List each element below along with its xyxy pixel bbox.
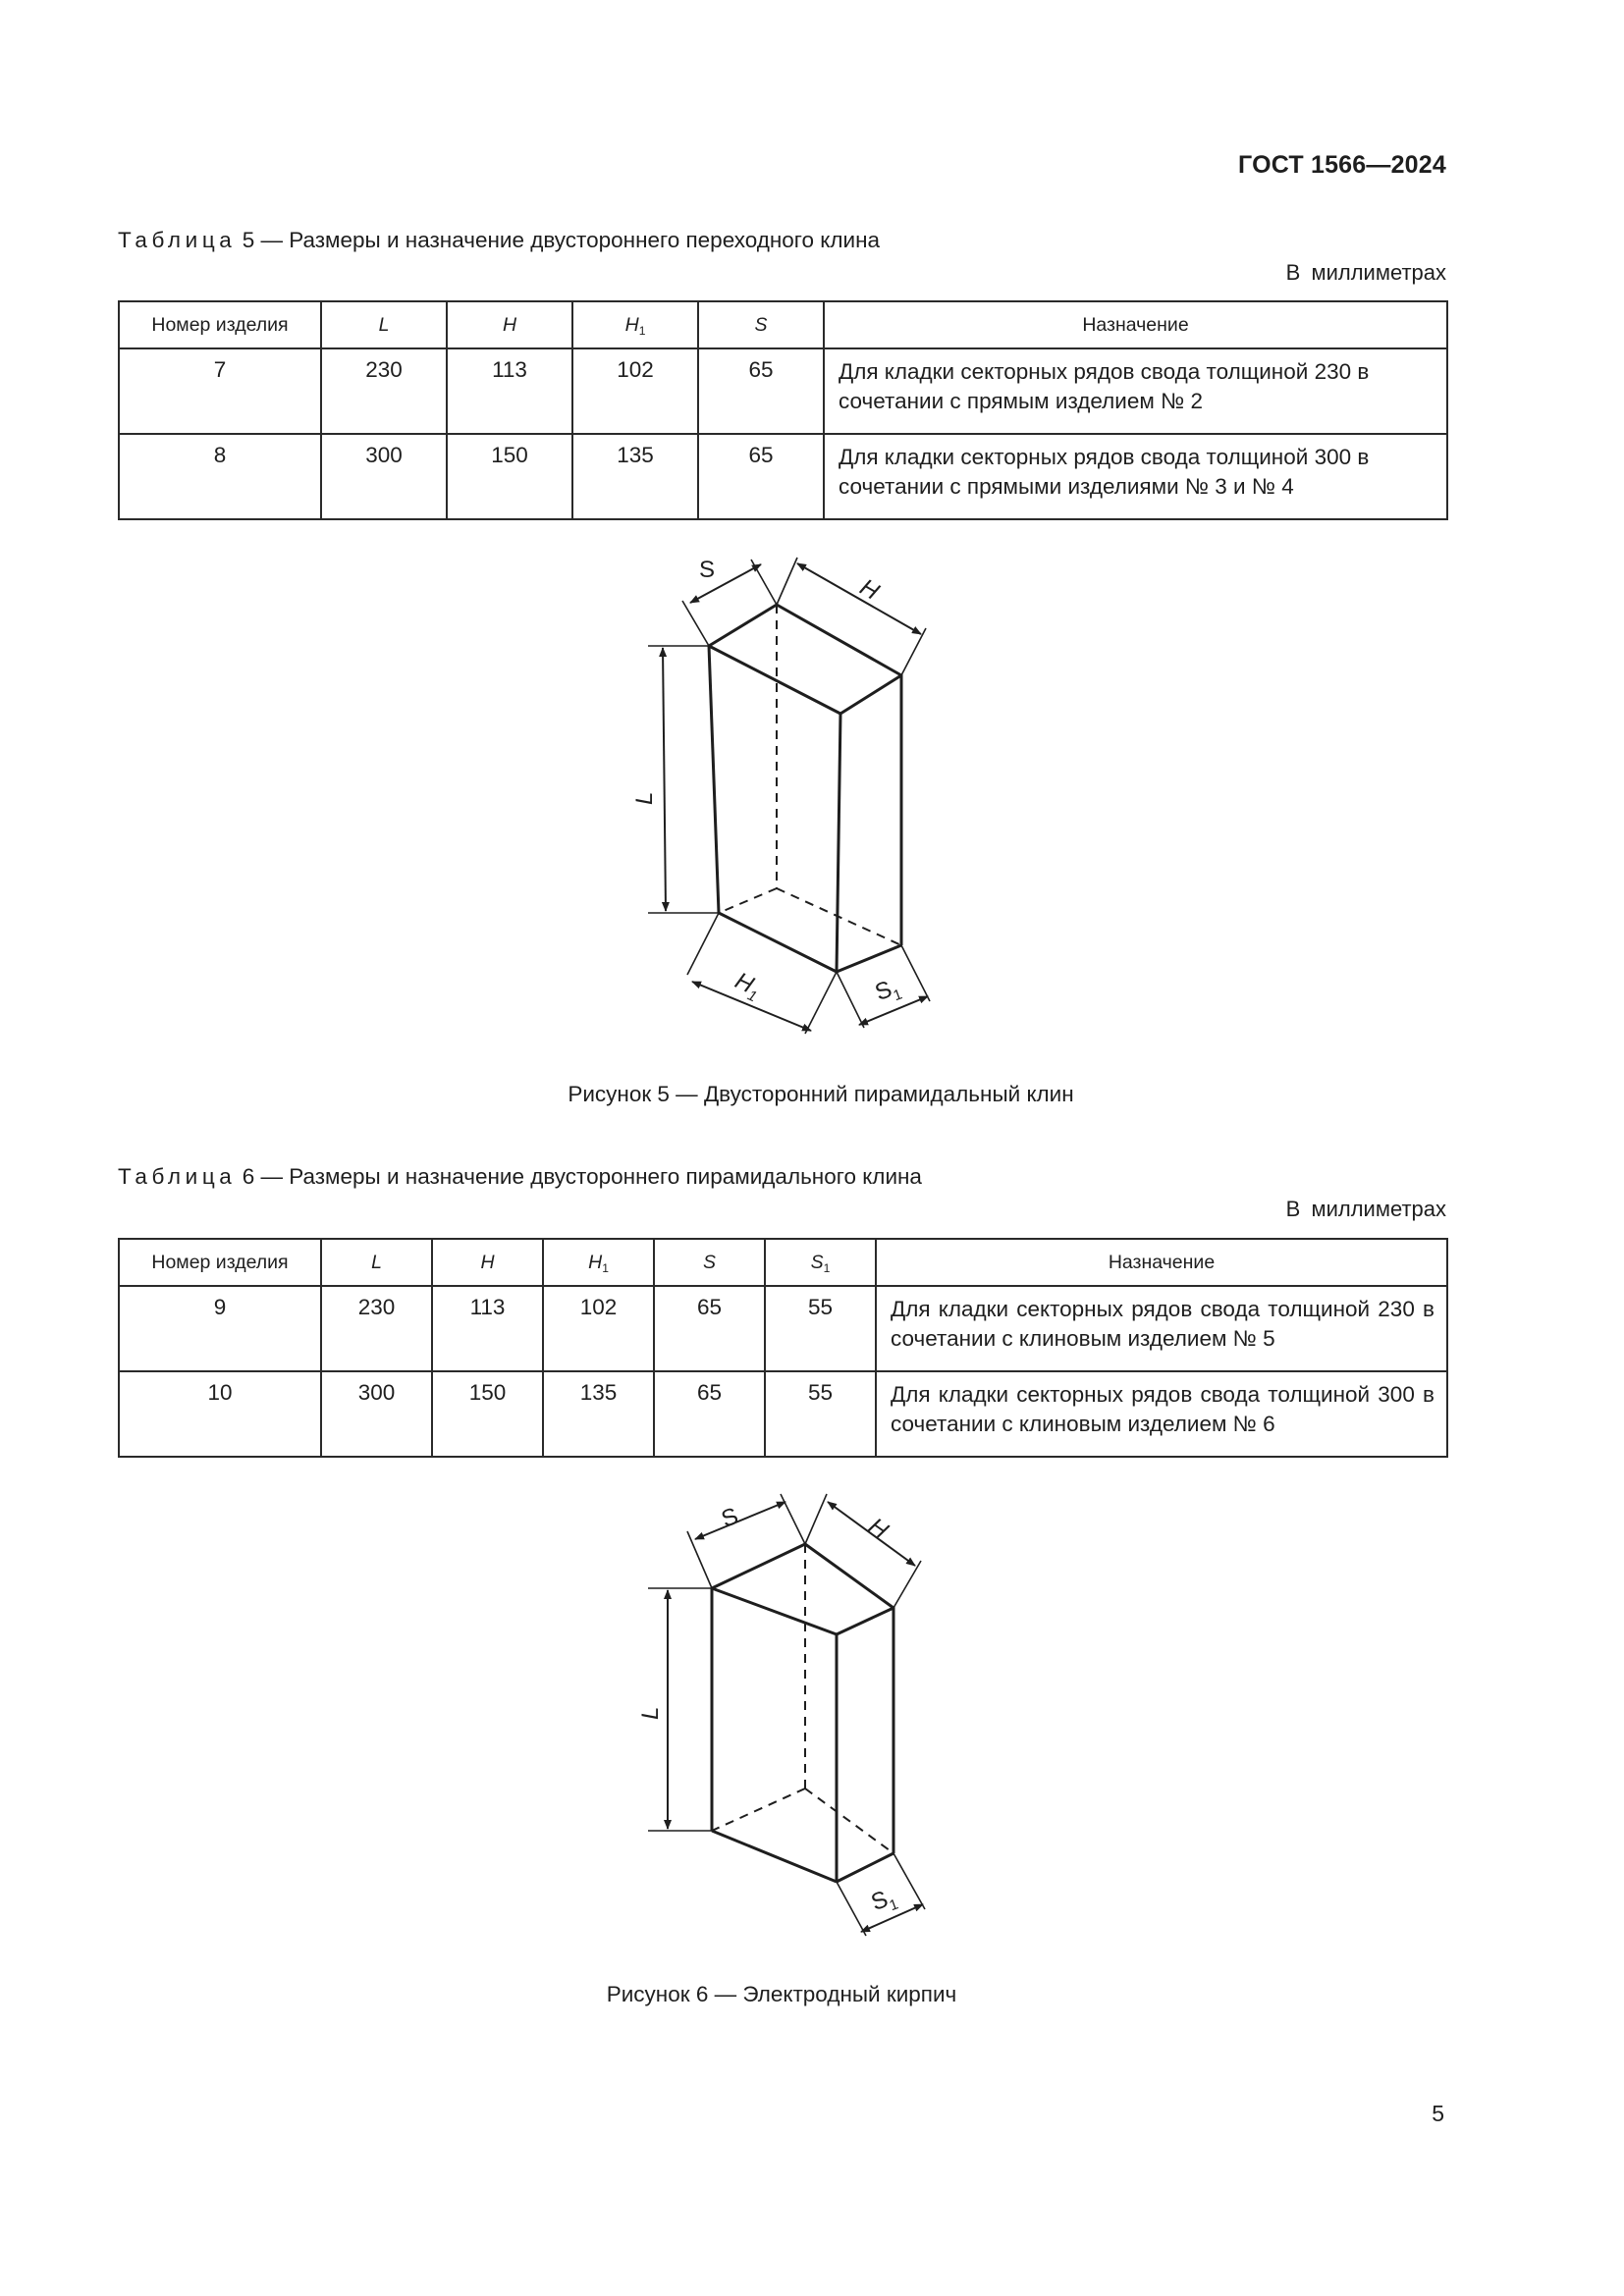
cell-purpose: Для кладки секторных рядов свода толщино… bbox=[875, 1285, 1448, 1372]
table-row: 9 230 113 102 65 55 Для кладки секторных… bbox=[118, 1285, 1448, 1372]
cell-L: 230 bbox=[320, 347, 448, 435]
figure-6-label-H: H bbox=[864, 1513, 893, 1544]
cell-number: 8 bbox=[118, 433, 322, 520]
cell-H: 113 bbox=[431, 1285, 544, 1372]
figure-6-label-L: L bbox=[637, 1707, 664, 1720]
table-row: 8 300 150 135 65 Для кладки секторных ря… bbox=[118, 433, 1448, 520]
cell-L: 300 bbox=[320, 433, 448, 520]
table-6-caption-text: 6 — Размеры и назначение двустороннего п… bbox=[242, 1164, 922, 1189]
figure-5-label-L: L bbox=[631, 792, 658, 805]
figure-6-extension-lines bbox=[648, 1493, 926, 1937]
col-header-S: S bbox=[697, 300, 825, 349]
figure-5-hidden-edges bbox=[718, 605, 902, 946]
cell-purpose: Для кладки секторных рядов свода толщино… bbox=[823, 433, 1448, 520]
figure-6-outline bbox=[710, 1542, 895, 1884]
cell-number: 10 bbox=[118, 1370, 322, 1458]
table-5: Номер изделия L H H1 S Назначение 7 230 … bbox=[118, 300, 1448, 520]
col-header-number: Номер изделия bbox=[118, 300, 322, 349]
cell-L: 300 bbox=[320, 1370, 433, 1458]
cell-H1: 135 bbox=[571, 433, 699, 520]
cell-H1: 102 bbox=[571, 347, 699, 435]
table-5-caption-prefix: Таблица bbox=[118, 228, 237, 252]
col-header-H: H bbox=[446, 300, 573, 349]
cell-S: 65 bbox=[697, 433, 825, 520]
figure-6-hidden-edges bbox=[711, 1544, 894, 1854]
figure-5-label-S: S bbox=[699, 557, 715, 583]
figure-5-drawing: S H L H1 S1 bbox=[631, 557, 931, 1035]
figure-6-drawing: S H L S1 bbox=[637, 1493, 926, 1937]
cell-H1: 102 bbox=[542, 1285, 655, 1372]
col-header-S: S bbox=[653, 1238, 766, 1287]
table-5-units: В миллиметрах bbox=[1285, 260, 1446, 285]
table-6-caption-prefix: Таблица bbox=[118, 1164, 237, 1189]
col-header-L: L bbox=[320, 1238, 433, 1287]
cell-S1: 55 bbox=[764, 1285, 877, 1372]
cell-H1: 135 bbox=[542, 1370, 655, 1458]
table-row: 7 230 113 102 65 Для кладки секторных ря… bbox=[118, 347, 1448, 435]
cell-number: 9 bbox=[118, 1285, 322, 1372]
col-header-S1: S1 bbox=[764, 1238, 877, 1287]
col-header-H: H bbox=[431, 1238, 544, 1287]
cell-S: 65 bbox=[697, 347, 825, 435]
table-row: 10 300 150 135 65 55 Для кладки секторны… bbox=[118, 1370, 1448, 1458]
figure-5-dimension-lines bbox=[659, 562, 929, 1032]
table-6-header-row: Номер изделия L H H1 S S1 Назначение bbox=[118, 1238, 1448, 1287]
cell-number: 7 bbox=[118, 347, 322, 435]
figure-6-dimension-lines bbox=[664, 1501, 924, 1933]
cell-H: 150 bbox=[446, 433, 573, 520]
figure-5-outline bbox=[707, 603, 903, 974]
col-header-purpose: Назначение bbox=[823, 300, 1448, 349]
cell-S1: 55 bbox=[764, 1370, 877, 1458]
table-6-caption: Таблица 6 — Размеры и назначение двустор… bbox=[118, 1164, 922, 1190]
col-header-purpose: Назначение bbox=[875, 1238, 1448, 1287]
col-header-L: L bbox=[320, 300, 448, 349]
table-5-caption-text: 5 — Размеры и назначение двустороннего п… bbox=[242, 228, 881, 252]
figure-5-caption: Рисунок 5 — Двусторонний пирамидальный к… bbox=[568, 1082, 1074, 1106]
cell-purpose: Для кладки секторных рядов свода толщино… bbox=[875, 1370, 1448, 1458]
cell-L: 230 bbox=[320, 1285, 433, 1372]
table-5-header-row: Номер изделия L H H1 S Назначение bbox=[118, 300, 1448, 349]
figure-5-extension-lines bbox=[648, 557, 931, 1035]
table-6-units: В миллиметрах bbox=[1285, 1197, 1446, 1221]
cell-purpose: Для кладки секторных рядов свода толщино… bbox=[823, 347, 1448, 435]
figure-6-label-S1: S1 bbox=[868, 1883, 900, 1919]
page-number: 5 bbox=[1432, 2101, 1444, 2126]
cell-S: 65 bbox=[653, 1285, 766, 1372]
document-code: ГОСТ 1566—2024 bbox=[1238, 151, 1446, 179]
cell-S: 65 bbox=[653, 1370, 766, 1458]
cell-H: 150 bbox=[431, 1370, 544, 1458]
figure-6-caption: Рисунок 6 — Электродный кирпич bbox=[606, 1982, 957, 2006]
table-6: Номер изделия L H H1 S S1 Назначение 9 2… bbox=[118, 1238, 1448, 1458]
col-header-H1: H1 bbox=[542, 1238, 655, 1287]
col-header-number: Номер изделия bbox=[118, 1238, 322, 1287]
table-5-caption: Таблица 5 — Размеры и назначение двустор… bbox=[118, 228, 880, 253]
col-header-H1: H1 bbox=[571, 300, 699, 349]
cell-H: 113 bbox=[446, 347, 573, 435]
